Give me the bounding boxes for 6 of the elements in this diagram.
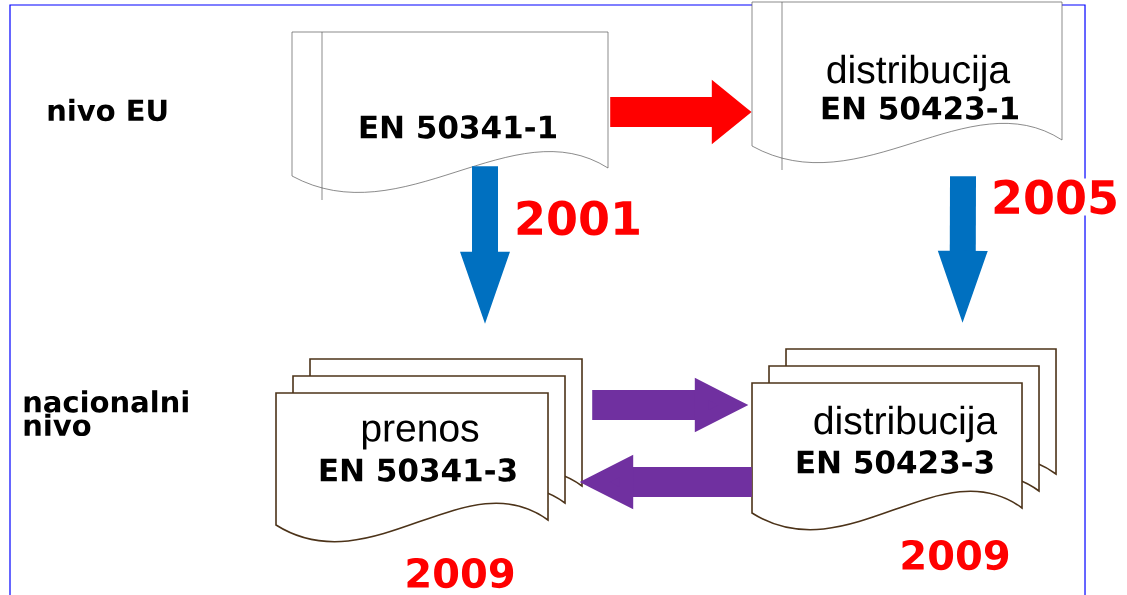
edge-label: 2001 (513, 199, 643, 237)
level-label: nivo EU (48, 98, 167, 122)
year-label: 2009 (902, 539, 1009, 571)
edge-label: 2005 (990, 178, 1121, 216)
year-label: 2009 (407, 557, 514, 589)
level-label: nacionalni nivo (24, 390, 188, 437)
